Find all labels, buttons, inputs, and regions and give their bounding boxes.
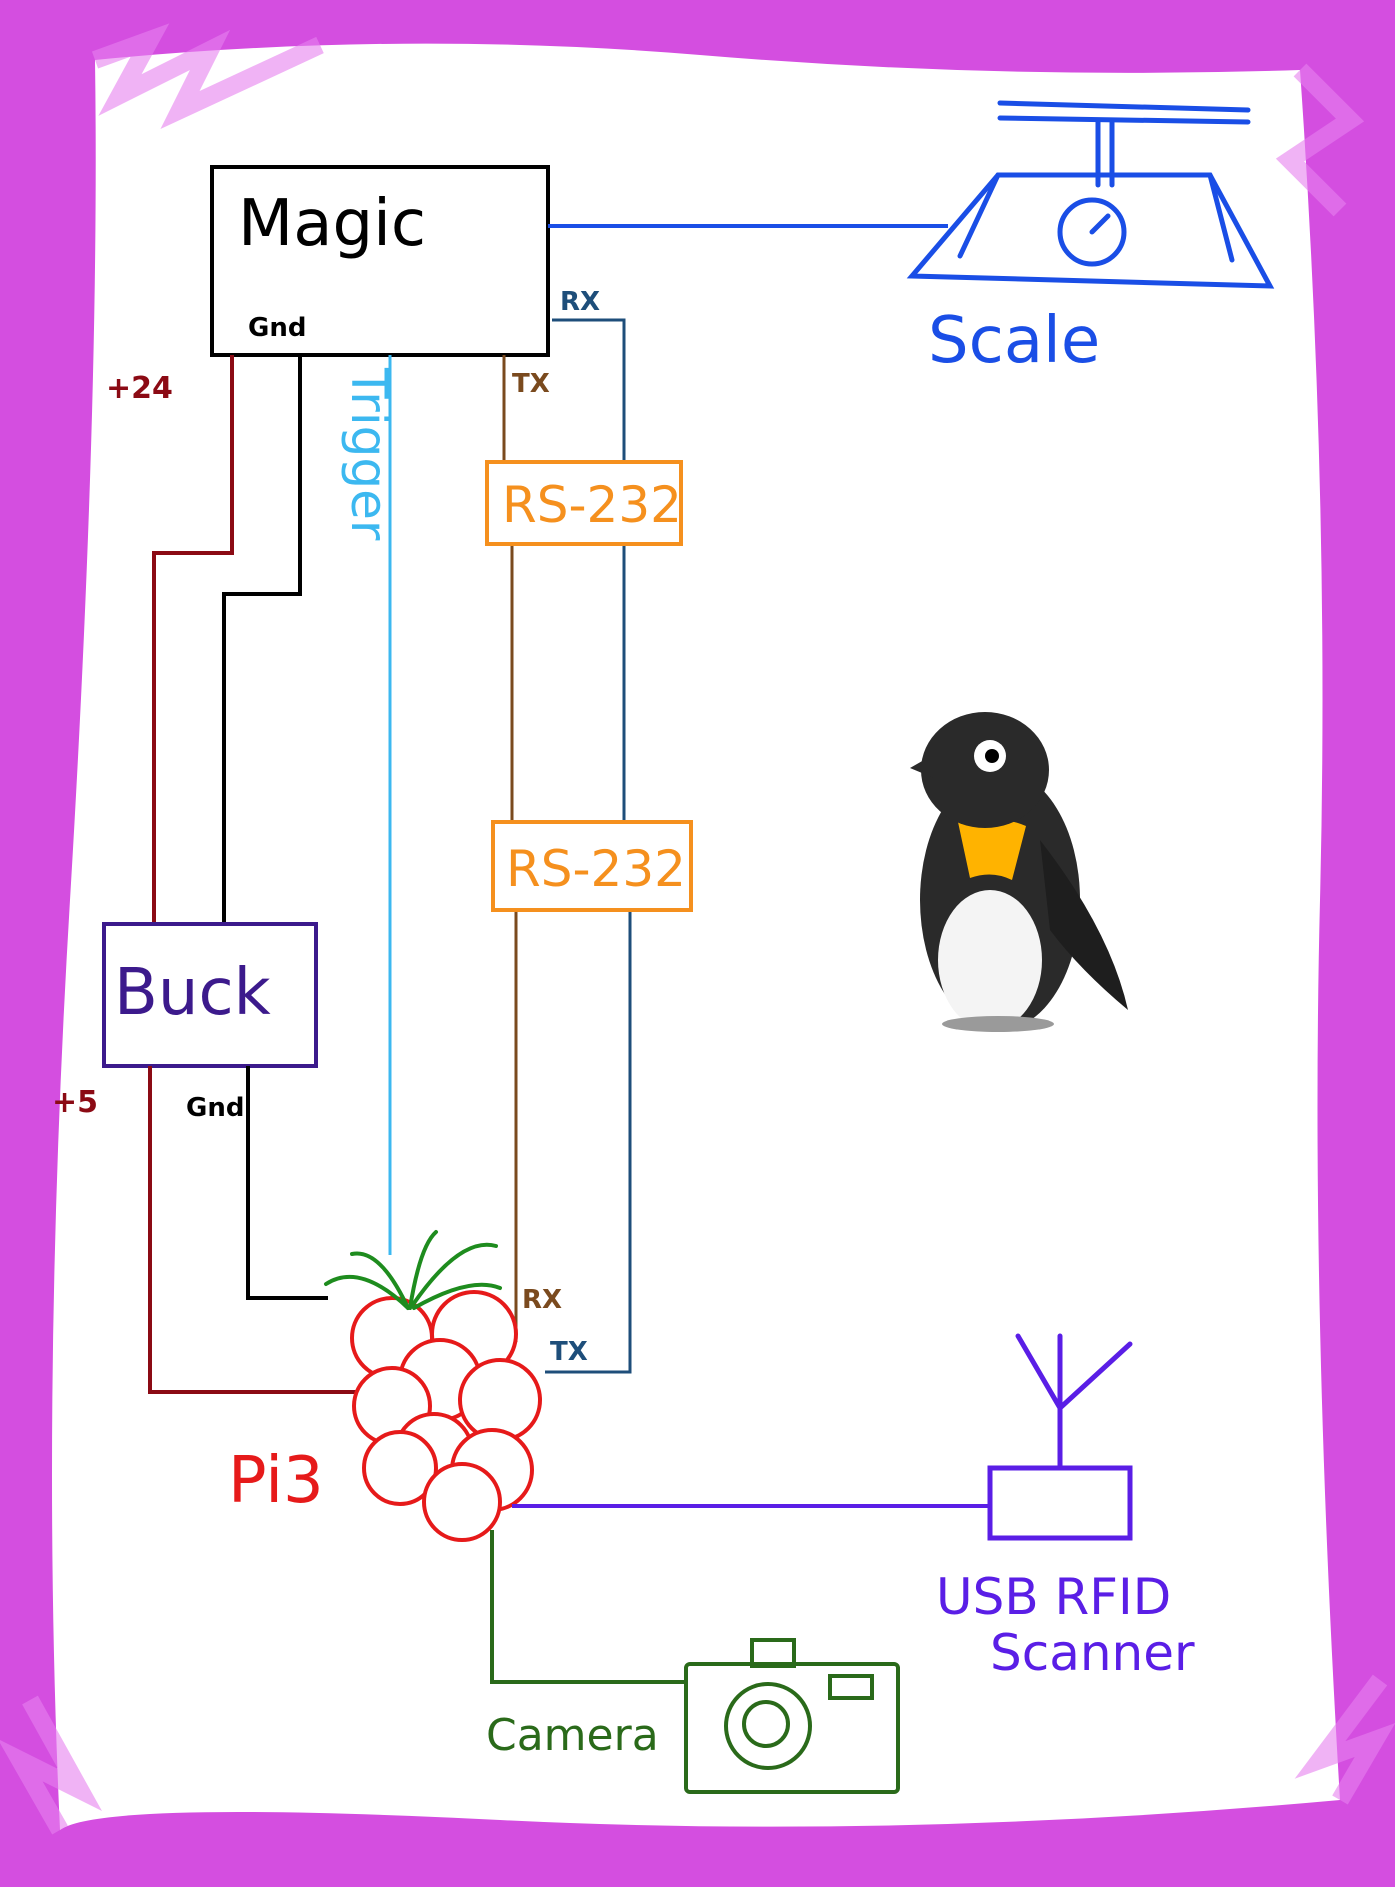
scale-icon [906, 100, 1275, 289]
magic-gnd-wire [222, 355, 302, 924]
raspberry-icon [350, 1290, 542, 1542]
power24-wire [152, 355, 234, 924]
rx-magic-label: RX [560, 287, 600, 317]
buck-label: Buck [114, 956, 271, 1030]
magic-box [210, 165, 550, 357]
plus24-label: +24 [106, 371, 173, 406]
camera-wire [490, 1530, 686, 1684]
magic-label: Magic [238, 187, 426, 261]
raspberry-leaves-icon [324, 1230, 502, 1310]
rx-magic-wire [552, 318, 626, 462]
trigger-label: Trigger [340, 367, 398, 541]
camera-icon [684, 1638, 900, 1794]
plus5-label: +5 [52, 1085, 98, 1120]
usb-rfid-label-line2: Scanner [990, 1624, 1195, 1682]
buck-box [102, 922, 318, 1068]
usb-rfid-label-line1: USB RFID [936, 1568, 1171, 1626]
tx-pi-label: TX [550, 1337, 588, 1367]
rs232-bottom-box [491, 820, 693, 912]
rx-pi-label: RX [522, 1285, 562, 1315]
penguin-icon [910, 712, 1128, 1032]
rs232-top-label: RS-232 [502, 476, 682, 534]
buck-gnd-label: Gnd [186, 1093, 244, 1123]
power5-wire [148, 1066, 356, 1394]
magic-gnd-label: Gnd [248, 313, 306, 343]
buck-gnd-wire [246, 1066, 328, 1300]
pi3-label: Pi3 [228, 1444, 324, 1518]
rs232-top-box [485, 460, 683, 546]
scale-label: Scale [928, 304, 1100, 378]
antenna-icon [987, 1333, 1133, 1541]
tx-pi-wire [545, 910, 632, 1374]
camera-label: Camera [486, 1710, 659, 1761]
tx-magic-label: TX [512, 369, 550, 399]
rs232-bottom-label: RS-232 [506, 840, 686, 898]
